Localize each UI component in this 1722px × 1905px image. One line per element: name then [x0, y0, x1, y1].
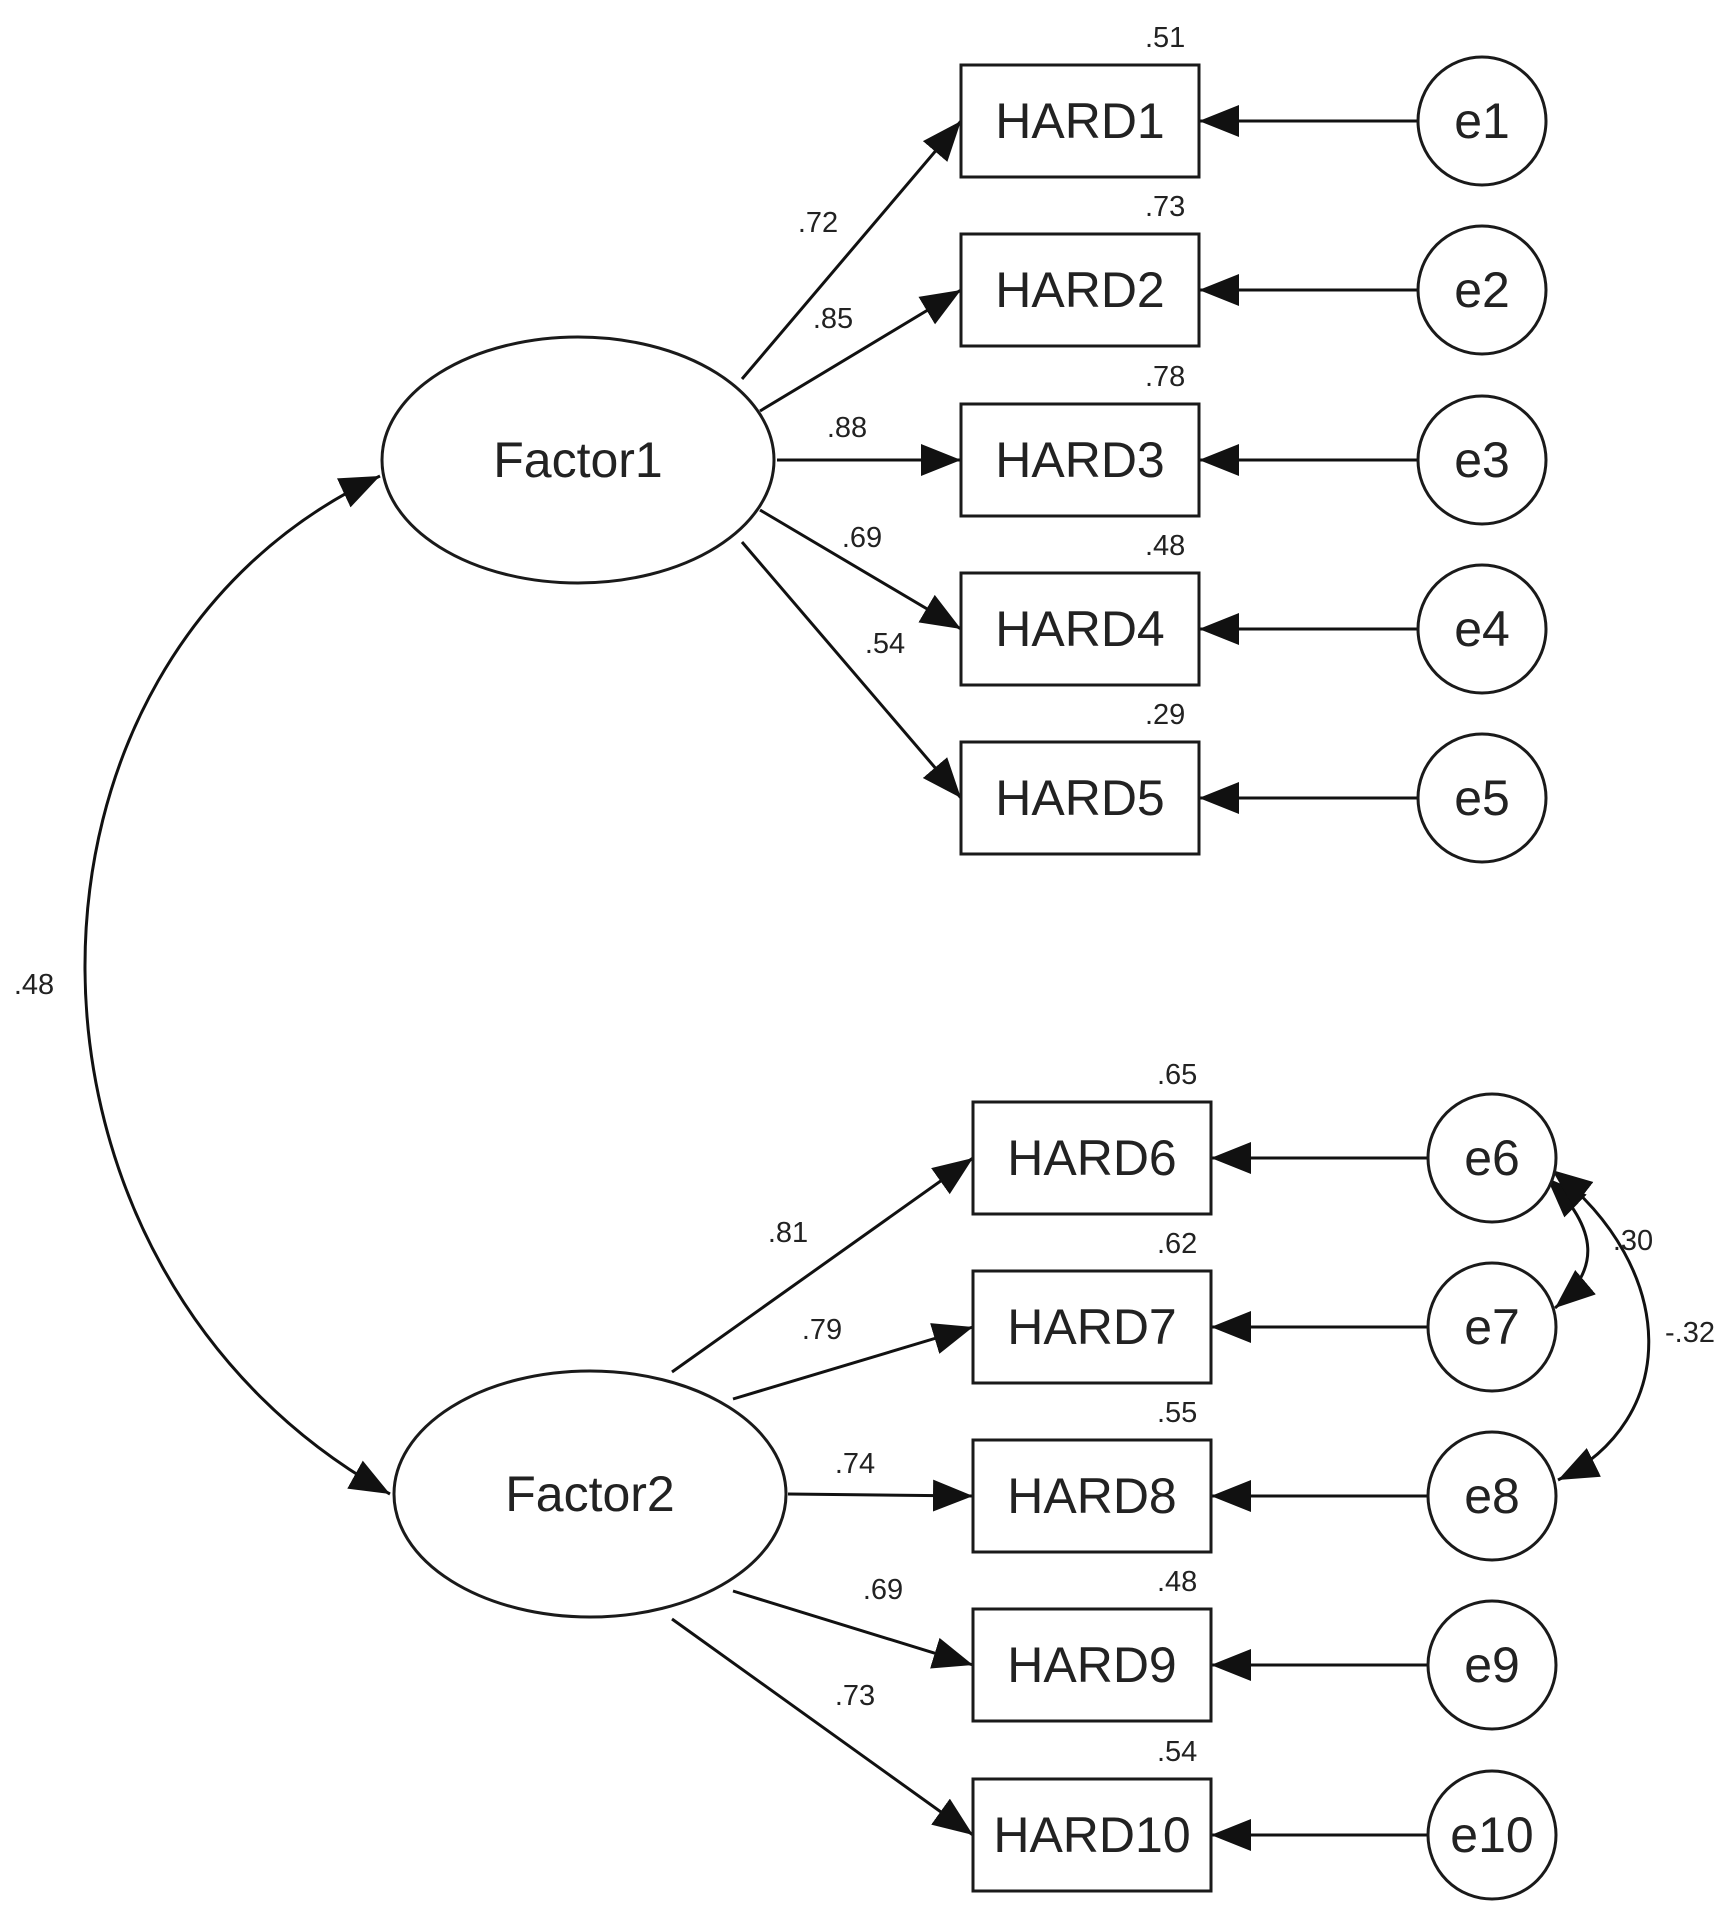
loading-label-hard6: .81: [768, 1217, 808, 1249]
indicator-label-hard9: HARD9: [1007, 1637, 1176, 1693]
loading-label-hard5: .54: [865, 628, 905, 660]
loading-path-hard2: [759, 288, 962, 413]
loading-label-hard1: .72: [798, 207, 838, 239]
loading-label-hard4: .69: [842, 522, 882, 554]
error-circle-e5: [1416, 732, 1548, 864]
error-label-e7: e7: [1464, 1299, 1520, 1355]
factor-ellipse-factor1: [380, 335, 776, 585]
error-circle-e10: [1426, 1769, 1558, 1901]
error-circle-e6: [1426, 1092, 1558, 1224]
indicator-box-hard1: [959, 63, 1201, 179]
loading-label-hard9: .69: [863, 1574, 903, 1606]
r2-label-hard5: .29: [1145, 699, 1185, 731]
r2-label-hard10: .54: [1157, 1736, 1197, 1768]
indicator-box-hard5: [959, 740, 1201, 856]
indicator-label-hard3: HARD3: [995, 432, 1164, 488]
covariance-label-e6-e7: .30: [1613, 1225, 1653, 1257]
factor-label-factor1: Factor1: [493, 432, 663, 488]
loading-path-hard8: [787, 1479, 974, 1512]
indicator-box-hard9: [971, 1607, 1213, 1723]
r2-label-hard3: .78: [1145, 361, 1185, 393]
loading-path-hard1: [740, 120, 963, 380]
indicator-box-hard4: [959, 571, 1201, 687]
indicator-label-hard8: HARD8: [1007, 1468, 1176, 1524]
error-circle-e8: [1426, 1430, 1558, 1562]
indicator-box-hard3: [959, 402, 1201, 518]
error-circle-e3: [1416, 394, 1548, 526]
loading-label-hard3: .88: [827, 412, 867, 444]
covariance-label-e6-e8: -.32: [1665, 1317, 1715, 1349]
error-label-e4: e4: [1454, 601, 1510, 657]
error-label-e1: e1: [1454, 93, 1510, 149]
indicator-label-hard7: HARD7: [1007, 1299, 1176, 1355]
error-label-e5: e5: [1454, 770, 1510, 826]
loading-path-hard7: [732, 1323, 974, 1401]
error-circle-e4: [1416, 563, 1548, 695]
loading-path-hard4: [759, 508, 962, 631]
covariance-arc-factor1-factor2: [83, 474, 391, 1496]
indicator-label-hard1: HARD1: [995, 93, 1164, 149]
loading-path-hard5: [740, 541, 963, 799]
paths-layer: [83, 105, 1651, 1851]
r2-label-hard6: .65: [1157, 1059, 1197, 1091]
error-circle-e7: [1426, 1261, 1558, 1393]
indicator-box-hard7: [971, 1269, 1213, 1385]
r2-label-hard8: .55: [1157, 1397, 1197, 1429]
indicator-label-hard10: HARD10: [993, 1807, 1190, 1863]
loading-label-hard7: .79: [802, 1314, 842, 1346]
error-label-e2: e2: [1454, 262, 1510, 318]
loading-label-hard8: .74: [835, 1448, 875, 1480]
factor-label-factor2: Factor2: [505, 1466, 675, 1522]
indicator-label-hard2: HARD2: [995, 262, 1164, 318]
r2-label-hard2: .73: [1145, 191, 1185, 223]
loading-label-hard2: .85: [813, 303, 853, 335]
error-circle-e2: [1416, 224, 1548, 356]
loading-path-hard9: [732, 1589, 974, 1669]
error-label-e3: e3: [1454, 432, 1510, 488]
indicator-box-hard10: [971, 1777, 1213, 1893]
r2-label-hard4: .48: [1145, 530, 1185, 562]
indicator-label-hard5: HARD5: [995, 770, 1164, 826]
r2-label-hard7: .62: [1157, 1228, 1197, 1260]
error-label-e9: e9: [1464, 1637, 1520, 1693]
nodes-layer: [380, 55, 1558, 1901]
loading-path-hard10: [671, 1617, 974, 1837]
indicator-box-hard6: [971, 1100, 1213, 1216]
indicator-box-hard2: [959, 232, 1201, 348]
indicator-box-hard8: [971, 1438, 1213, 1554]
error-label-e10: e10: [1450, 1807, 1533, 1863]
loading-label-hard10: .73: [835, 1680, 875, 1712]
error-circle-e1: [1416, 55, 1548, 187]
covariance-label-factor1-factor2: .48: [14, 969, 54, 1001]
indicator-label-hard4: HARD4: [995, 601, 1164, 657]
loading-path-hard6: [671, 1156, 974, 1374]
r2-label-hard9: .48: [1157, 1566, 1197, 1598]
covariance-arc-e6-e8: [1551, 1168, 1651, 1482]
error-circle-e9: [1426, 1599, 1558, 1731]
r2-label-hard1: .51: [1145, 22, 1185, 54]
error-label-e6: e6: [1464, 1130, 1520, 1186]
indicator-label-hard6: HARD6: [1007, 1130, 1176, 1186]
factor-ellipse-factor2: [392, 1369, 788, 1619]
error-label-e8: e8: [1464, 1468, 1520, 1524]
